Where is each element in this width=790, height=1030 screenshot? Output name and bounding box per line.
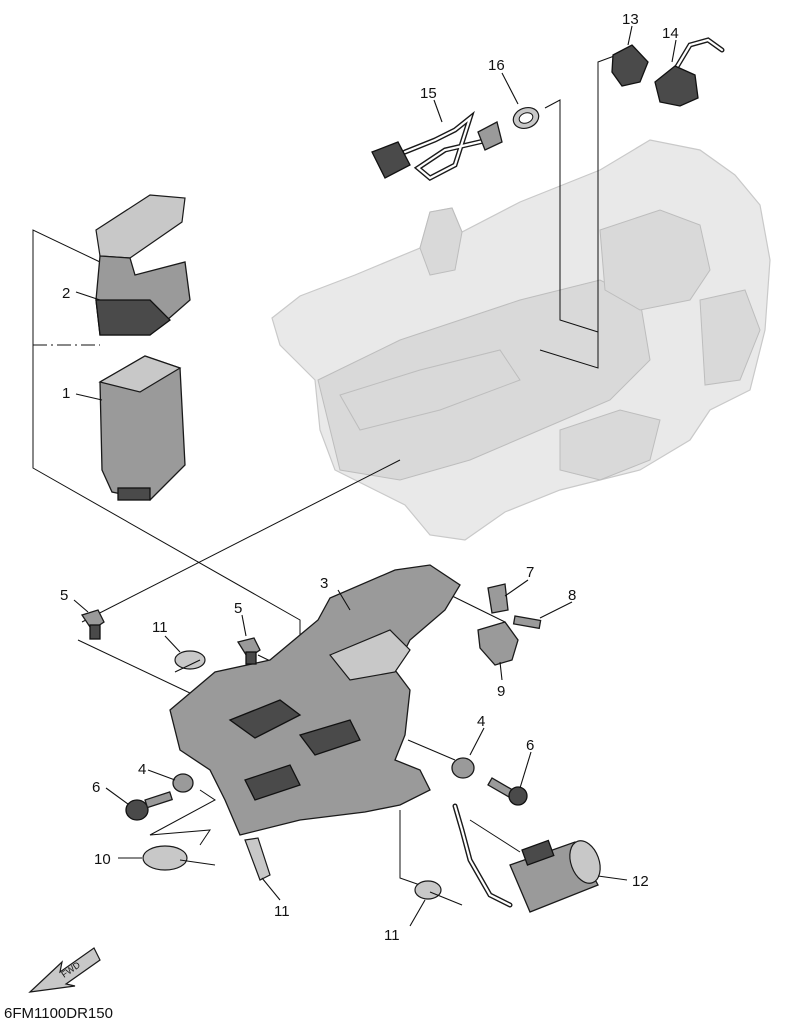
callout-10: 10 — [94, 851, 111, 868]
callout-3: 3 — [320, 575, 328, 592]
clamp-11a — [174, 650, 206, 673]
callout-leaders — [73, 25, 677, 927]
callout-14: 14 — [662, 25, 679, 42]
callout-6a: 6 — [92, 779, 100, 796]
bolt-6b — [487, 777, 528, 806]
sensor-14 — [654, 37, 725, 107]
bolt-5a — [80, 609, 105, 640]
callout-4a: 4 — [138, 761, 146, 778]
callout-8: 8 — [568, 587, 576, 604]
drawing-code: 6FM1100DR150 — [4, 1005, 113, 1022]
callout-labels: 1 2 3 4 4 5 5 6 6 7 8 9 10 11 11 11 12 1… — [60, 11, 679, 944]
bolt-8 — [512, 615, 542, 630]
callout-13: 13 — [622, 11, 639, 28]
harness-15 — [371, 110, 503, 181]
callout-11b: 11 — [274, 903, 290, 920]
clamp-11b — [244, 837, 271, 881]
clamp-11c — [414, 880, 463, 906]
ecu-bracket — [95, 194, 191, 336]
ecu-unit — [98, 355, 186, 501]
callout-4b: 4 — [477, 713, 485, 730]
callout-16: 16 — [488, 57, 505, 74]
callout-11c: 11 — [384, 927, 400, 944]
o-ring-16 — [512, 107, 540, 129]
callout-5a: 5 — [60, 587, 68, 604]
callout-5b: 5 — [234, 600, 242, 617]
main-bracket — [169, 564, 461, 836]
callout-1: 1 — [62, 385, 70, 402]
coil-12 — [452, 803, 601, 913]
engine-ghost — [271, 139, 771, 541]
plate-7 — [487, 583, 509, 614]
sensor-9 — [477, 621, 519, 666]
callout-12: 12 — [632, 873, 649, 890]
callout-7: 7 — [526, 564, 534, 581]
callout-2: 2 — [62, 285, 70, 302]
callout-11a: 11 — [152, 619, 168, 636]
callout-15: 15 — [420, 85, 437, 102]
callout-9: 9 — [497, 683, 505, 700]
sensor-13 — [611, 44, 649, 87]
clamp-10 — [142, 845, 216, 871]
collar-4b — [451, 757, 475, 779]
callout-6b: 6 — [526, 737, 534, 754]
guide-lines — [32, 51, 626, 886]
bolt-6a — [125, 791, 174, 821]
bolt-5b — [236, 637, 261, 665]
forward-arrow-icon — [28, 947, 101, 993]
collar-4a — [172, 773, 194, 793]
